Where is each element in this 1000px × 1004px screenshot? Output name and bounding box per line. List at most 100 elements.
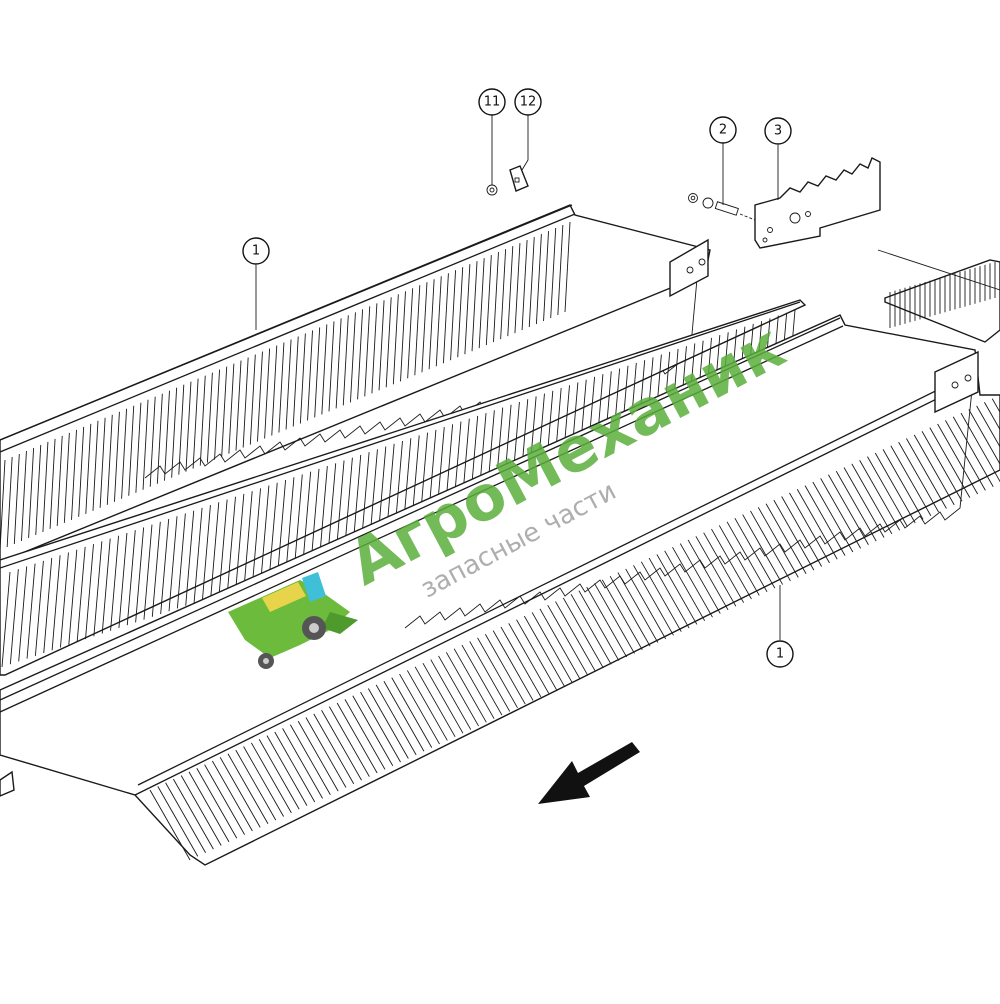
slat-line — [178, 384, 185, 475]
slat-line — [63, 432, 70, 523]
slat-line — [28, 447, 35, 538]
slat-line — [562, 597, 604, 669]
slat-line — [578, 590, 620, 661]
slat-line — [227, 753, 269, 824]
slat-line — [484, 633, 526, 705]
callout-1-bottom: 1 — [766, 640, 794, 668]
slat-line — [285, 477, 295, 573]
slat-line — [211, 760, 253, 832]
slat-line — [135, 402, 142, 493]
slat-line — [874, 452, 916, 524]
slat-line — [60, 552, 69, 648]
slat-line — [204, 764, 245, 835]
slat-line — [960, 412, 1000, 483]
slat-line — [176, 513, 186, 609]
slat-line — [695, 536, 737, 607]
slat-line — [718, 525, 760, 596]
slat-line — [976, 405, 1000, 448]
slat-line — [310, 468, 320, 564]
slat-line — [235, 749, 277, 821]
clip-part-12 — [509, 165, 529, 192]
slat-line — [921, 431, 963, 502]
slat-line — [428, 279, 435, 370]
slat-line — [252, 488, 261, 584]
slat-line — [328, 706, 370, 777]
slat-line — [521, 240, 528, 331]
slat-line — [126, 530, 136, 626]
slat-line — [92, 420, 99, 511]
slat-line — [601, 579, 643, 651]
slat-line — [664, 550, 706, 622]
slat-line — [214, 369, 221, 460]
slat-line — [171, 387, 178, 478]
slat-line — [143, 524, 153, 620]
slat-line — [0, 459, 6, 551]
slat-line — [913, 434, 955, 506]
slat-line — [71, 429, 77, 520]
slat-line — [757, 507, 799, 578]
slat-line — [305, 717, 347, 788]
slat-line — [56, 435, 63, 526]
slat-line — [185, 510, 195, 606]
callout-11: 11 — [478, 88, 506, 116]
slat-line — [193, 507, 203, 603]
slat-line — [391, 677, 433, 748]
slat-line — [285, 339, 292, 430]
slat-line — [135, 527, 145, 623]
slat-line — [531, 612, 573, 683]
slat-line — [734, 517, 776, 589]
slat-line — [243, 746, 284, 817]
slat-line — [371, 303, 378, 394]
slat-line — [991, 398, 1000, 414]
slat-line — [227, 496, 236, 592]
slat-line — [367, 688, 409, 759]
slat-line — [173, 778, 214, 850]
slat-line — [586, 586, 628, 658]
slat-line — [157, 786, 199, 857]
slat-line — [937, 423, 979, 495]
slat-line — [464, 264, 471, 355]
slat-line — [313, 713, 355, 785]
slat-line — [617, 572, 659, 643]
slat-line — [18, 566, 28, 662]
slat-line — [765, 503, 807, 574]
callout-12-label: 12 — [520, 95, 537, 110]
slat-line — [51, 555, 61, 651]
slat-line — [199, 375, 206, 466]
callout-2-label: 2 — [719, 123, 727, 138]
slat-line — [687, 539, 729, 611]
callout-11-label: 11 — [484, 95, 501, 110]
slat-line — [165, 782, 206, 853]
slat-line — [507, 246, 514, 337]
slat-line — [493, 252, 499, 343]
slat-line — [85, 423, 92, 514]
slat-line — [289, 724, 331, 795]
grid-fragment-slats — [889, 262, 996, 328]
slat-line — [342, 315, 349, 406]
slat-line — [299, 333, 306, 424]
slat-line — [399, 673, 440, 745]
slat-line — [35, 444, 42, 535]
slat-line — [218, 499, 228, 595]
slat-line — [430, 659, 472, 730]
slat-line — [535, 234, 542, 325]
slat-line — [314, 327, 321, 418]
slat-line — [547, 604, 589, 676]
slat-line — [703, 532, 745, 603]
sieve-slats-lower — [149, 395, 1000, 861]
slat-line — [442, 273, 449, 364]
slat-line — [421, 282, 428, 373]
slat-line — [6, 456, 13, 548]
slat-line — [85, 544, 94, 640]
callout-12: 12 — [514, 88, 542, 116]
slat-line — [422, 662, 464, 734]
sieve-slats-upper — [0, 221, 571, 551]
slat-line — [318, 466, 328, 562]
slat-line — [1, 571, 11, 668]
slat-line — [93, 541, 103, 637]
callout-1-top-label: 1 — [252, 244, 260, 259]
slat-line — [773, 499, 815, 571]
slat-line — [400, 291, 406, 382]
slat-line — [142, 399, 149, 490]
